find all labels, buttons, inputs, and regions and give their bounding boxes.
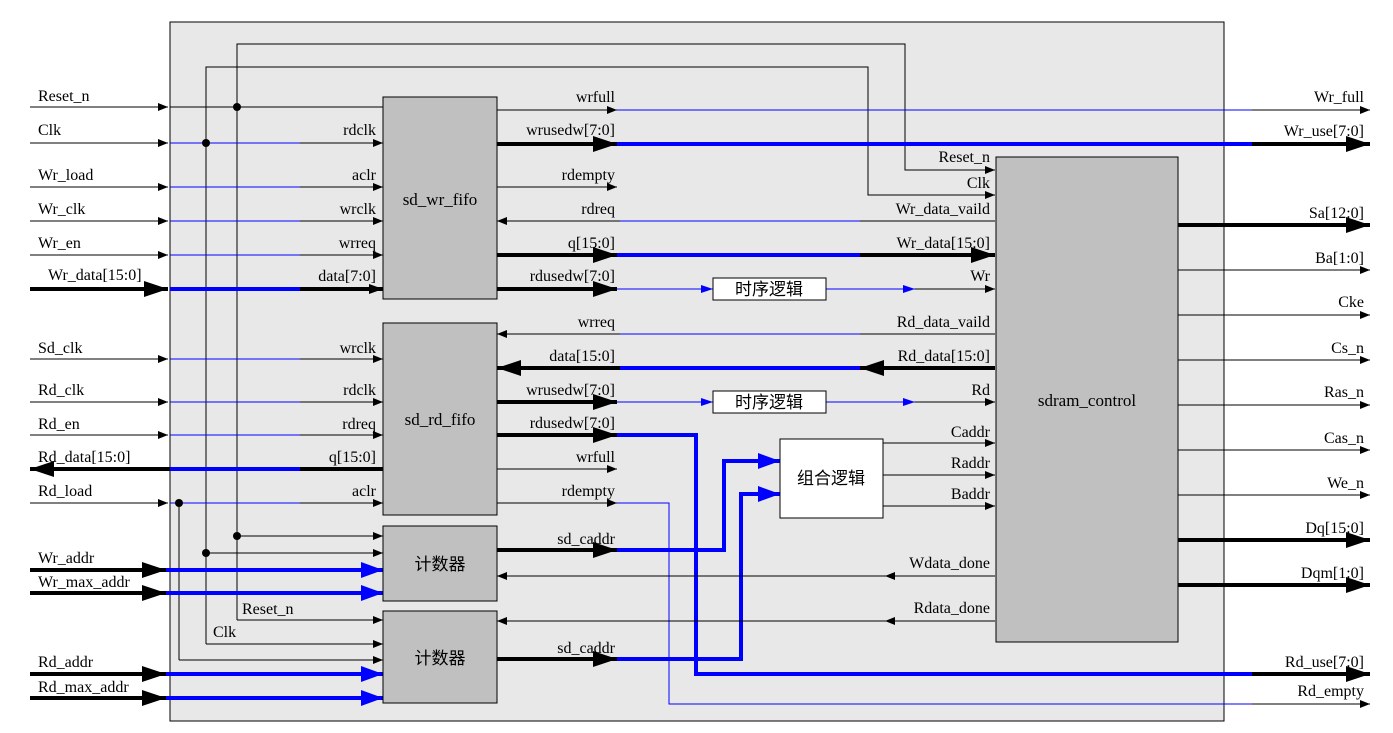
rd-fifo-wrfull: wrfull (576, 449, 616, 466)
combo-logic-title: 组合逻辑 (797, 469, 865, 488)
rd-fifo-wrreq: wrreq (578, 314, 615, 331)
rd-fifo-aclr: aclr (352, 483, 377, 500)
sdram-baddr: Baddr (951, 486, 991, 503)
sdram-control-block (995, 156, 1179, 643)
counter-rd-sd-caddr: sd_caddr (557, 640, 615, 657)
wr-fifo-title: sd_wr_fifo (403, 190, 478, 209)
rd-fifo-data: data[15:0] (549, 348, 615, 365)
wr-fifo-rdreq: rdreq (581, 201, 615, 218)
input-wr-load: Wr_load (38, 167, 93, 184)
input-rd-data: Rd_data[15:0] (38, 449, 130, 466)
timing-logic-rd-title: 时序逻辑 (735, 393, 803, 412)
wr-fifo-wrclk: wrclk (340, 201, 376, 218)
sdram-wdata-done: Wdata_done (909, 555, 990, 572)
output-rd-empty: Rd_empty (1297, 683, 1364, 700)
wr-fifo-rdclk: rdclk (343, 122, 376, 139)
output-ras-n: Ras_n (1324, 384, 1364, 401)
rd-fifo-wrusedw: wrusedw[7:0] (526, 382, 615, 399)
rd-fifo-rdclk: rdclk (343, 382, 376, 399)
rd-fifo-rdempty: rdempty (562, 483, 615, 500)
sdram-rd-data-vaild: Rd_data_vaild (897, 314, 990, 331)
input-wr-max-addr: Wr_max_addr (38, 574, 130, 591)
sdram-caddr: Caddr (951, 424, 991, 441)
input-rd-load: Rd_load (38, 483, 92, 500)
input-clk: Clk (38, 122, 61, 139)
input-wr-addr: Wr_addr (38, 550, 95, 567)
counter-rd-block (382, 610, 498, 704)
output-cas-n: Cas_n (1324, 430, 1364, 447)
wr-fifo-aclr: aclr (352, 167, 377, 184)
sdram-port-labels: Reset_n Clk Wr_data_vaild Wr_data[15:0] … (896, 149, 991, 617)
rd-fifo-port-labels: wrclk rdclk rdreq q[15:0] aclr wrreq dat… (329, 314, 616, 500)
timing-logic-rd-box (712, 390, 827, 414)
wr-fifo-port-labels: rdclk aclr wrclk wrreq data[7:0] wrfull … (318, 89, 615, 285)
wr-fifo-data: data[7:0] (318, 268, 376, 285)
rd-fifo-rdreq: rdreq (342, 416, 376, 433)
rd-fifo-block (382, 322, 498, 516)
counter-port-labels: sd_caddr sd_caddr Reset_n Clk (213, 531, 616, 657)
output-sa: Sa[12:0] (1309, 205, 1364, 222)
input-rd-clk: Rd_clk (38, 382, 84, 399)
sdram-reset-n: Reset_n (938, 149, 990, 166)
sdram-wr-data: Wr_data[15:0] (896, 235, 990, 252)
timing-logic-wr-box (712, 277, 827, 301)
input-reset-n: Reset_n (38, 88, 90, 105)
timing-logic-wr-title: 时序逻辑 (735, 280, 803, 299)
output-labels: Wr_full Wr_use[7:0] Sa[12:0] Ba[1:0] Cke… (1284, 89, 1365, 700)
wr-fifo-wrreq: wrreq (339, 235, 376, 252)
output-wr-full: Wr_full (1314, 89, 1365, 106)
wr-fifo-rdempty: rdempty (562, 167, 615, 184)
wr-fifo-block (382, 96, 498, 300)
input-labels: Reset_n Clk Wr_load Wr_clk Wr_en Wr_data… (38, 88, 142, 696)
counter-rd-title: 计数器 (415, 649, 466, 668)
input-rd-addr: Rd_addr (38, 654, 94, 671)
counter-reset-n: Reset_n (242, 601, 294, 618)
sdram-rd: Rd (971, 382, 990, 399)
output-dqm: Dqm[1:0] (1301, 565, 1364, 582)
rd-fifo-q: q[15:0] (329, 449, 376, 466)
output-wr-use: Wr_use[7:0] (1284, 123, 1364, 140)
rd-fifo-rdusedw: rdusedw[7:0] (530, 415, 615, 432)
input-wr-clk: Wr_clk (38, 201, 85, 218)
output-we-n: We_n (1327, 475, 1364, 492)
input-sd-clk: Sd_clk (38, 340, 82, 357)
sdram-wr-data-vaild: Wr_data_vaild (896, 201, 990, 218)
wr-fifo-q: q[15:0] (568, 235, 615, 252)
output-ba: Ba[1:0] (1315, 250, 1364, 267)
output-rd-use: Rd_use[7:0] (1285, 654, 1364, 671)
output-cke: Cke (1338, 294, 1364, 311)
sdram-raddr: Raddr (951, 455, 991, 472)
wr-fifo-wrfull: wrfull (576, 89, 616, 106)
input-rd-max-addr: Rd_max_addr (38, 679, 129, 696)
input-wr-data: Wr_data[15:0] (48, 267, 142, 284)
combo-logic-block (779, 438, 884, 519)
wires (30, 43, 1370, 708)
junctions (175, 103, 241, 557)
rd-fifo-title: sd_rd_fifo (405, 410, 476, 429)
input-wr-en: Wr_en (38, 235, 81, 252)
counter-wr-title: 计数器 (415, 555, 466, 574)
wr-fifo-rdusedw: rdusedw[7:0] (530, 268, 615, 285)
sdram-control-title: sdram_control (1038, 391, 1136, 410)
sdram-rdata-done: Rdata_done (914, 600, 990, 617)
sdram-rd-data: Rd_data[15:0] (898, 348, 990, 365)
output-dq: Dq[15:0] (1305, 520, 1364, 537)
counter-clk: Clk (213, 624, 236, 641)
sdram-clk: Clk (967, 175, 990, 192)
rd-fifo-wrclk: wrclk (340, 340, 376, 357)
input-rd-en: Rd_en (38, 416, 80, 433)
counter-wr-block (382, 525, 498, 602)
counter-wr-sd-caddr: sd_caddr (557, 531, 615, 548)
output-cs-n: Cs_n (1331, 340, 1364, 357)
wr-fifo-wrusedw: wrusedw[7:0] (526, 122, 615, 139)
sdram-wr: Wr (970, 268, 990, 285)
